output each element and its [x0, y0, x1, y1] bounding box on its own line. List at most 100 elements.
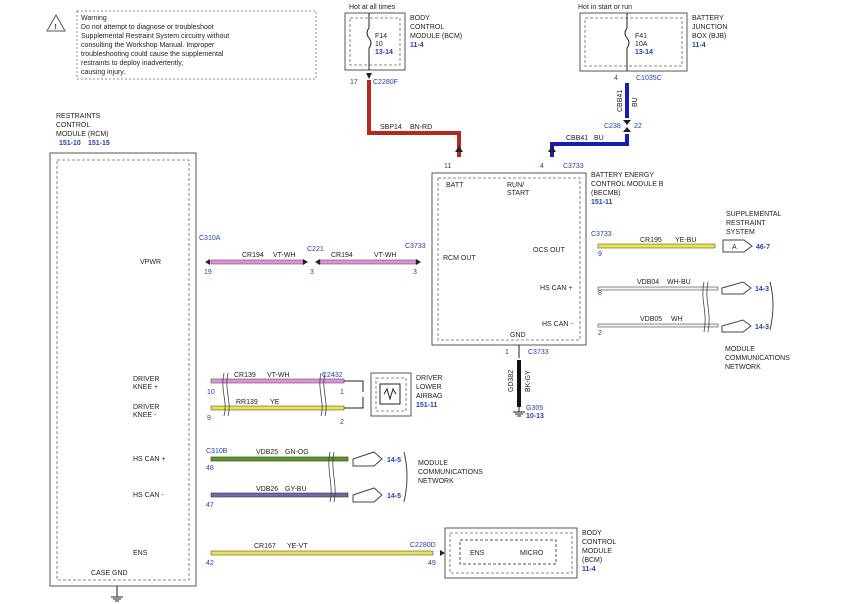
- rcm-ref-1: 151-10: [59, 140, 81, 147]
- hot-at-all-times-label: Hot at all times: [349, 4, 396, 11]
- wire-cr194-a-color: VT-WH: [273, 252, 296, 259]
- mcn-right-name-0: MODULE: [725, 346, 755, 353]
- mcn-left-name-0: MODULE: [418, 460, 448, 467]
- becmb-name-2: (BECMB): [591, 190, 621, 197]
- wire-cr195-label: CR195: [640, 237, 662, 244]
- wire-vdb25-color: GN-OG: [285, 449, 309, 456]
- mcn-right-name-2: NETWORK: [725, 364, 761, 371]
- bcm-bottom-micro: MICRO: [520, 550, 544, 557]
- wire-cr139-color: VT-WH: [267, 372, 290, 379]
- wire-cbb41-v-label: CBB41: [617, 90, 624, 112]
- wire-cr194-b-color: VT-WH: [374, 252, 397, 259]
- mcn-right-ref-2: 14-3: [755, 324, 769, 331]
- fuse-f14-amps: 10: [375, 41, 383, 48]
- mcn-left-ref-2: 14-5: [387, 493, 401, 500]
- fuse-f41-amps: 10A: [635, 41, 648, 48]
- srs-name-0: SUPPLEMENTAL: [726, 211, 782, 218]
- mcn-left-name-1: COMMUNICATIONS: [418, 469, 483, 476]
- airbag-ref: 151-11: [416, 402, 438, 409]
- mcn-right-ref-1: 14-3: [755, 286, 769, 293]
- becmb-pin9: 9: [598, 251, 602, 258]
- rcm-driver-knee-p-1: DRIVER: [133, 376, 159, 383]
- rcm-ref-2: 151-15: [88, 140, 110, 147]
- wire-cr139-label: CR139: [234, 372, 256, 379]
- bjb-name-2: BOX (BJB): [692, 33, 726, 40]
- wire-gd382-color: BK-GY: [525, 370, 532, 392]
- becmb-rcm-out: RCM OUT: [443, 255, 476, 262]
- wire-cr194-b-label: CR194: [331, 252, 353, 259]
- bcm-top-name-2: MODULE (BCM): [410, 33, 462, 40]
- rcm-pin19: 19: [204, 269, 212, 276]
- c221-conn: C221: [307, 246, 324, 253]
- ground-ref: 10-13: [526, 413, 544, 420]
- mcn-right-name-1: COMMUNICATIONS: [725, 355, 790, 362]
- wire-sbp14: SBP14 BN-RD: [367, 80, 463, 157]
- wire-vdb26-label: VDB26: [256, 486, 278, 493]
- svg-text:!: !: [55, 24, 57, 31]
- becmb-conn-gnd: C3733: [528, 349, 549, 356]
- warning-line-3: consulting the Workshop Manual. Improper: [81, 42, 215, 49]
- becmb-pin11: 11: [444, 163, 451, 170]
- wire-driver-knee: CR139 VT-WH RR139 YE C2432 1 2 DRIVER LO…: [210, 372, 442, 426]
- srs-name-1: RESTRAINT: [726, 220, 766, 227]
- warning-line-6: causing injury.: [81, 69, 125, 76]
- becmb-batt: BATT: [446, 182, 464, 189]
- bjb-name-1: JUNCTION: [692, 24, 727, 31]
- rcm-pin10: 10: [207, 389, 215, 396]
- case-ground-icon: [111, 596, 123, 602]
- wire-cr167-label: CR167: [254, 543, 276, 550]
- airbag-name-1: LOWER: [416, 384, 442, 391]
- becmb-run-start-1: RUN/: [507, 182, 524, 189]
- warning-line-5: restraints to deploy inadvertently,: [81, 60, 183, 67]
- wire-cr194: CR194 VT-WH CR194 VT-WH C221 3: [205, 246, 421, 276]
- srs-ref: 46-7: [756, 244, 770, 251]
- rcm-driver-knee-m-1: DRIVER: [133, 404, 159, 411]
- warning-icon: !: [46, 13, 66, 32]
- wire-gd382-label: GD382: [508, 370, 515, 392]
- wire-rr139-color: YE: [270, 399, 280, 406]
- bcm-bottom-pin: 49: [428, 560, 436, 567]
- bjb-ref: 11-4: [692, 42, 706, 49]
- rcm-driver-knee-p-2: KNEE +: [133, 384, 158, 391]
- wire-vdb25-vdb26: VDB25 GN-OG VDB26 GY-BU 14-5 14-5 MODULE…: [210, 449, 483, 503]
- svg-text:3: 3: [310, 269, 314, 276]
- mcn-left-name-2: NETWORK: [418, 478, 454, 485]
- wire-vdb05-color: WH: [671, 316, 683, 323]
- wire-cbb41-h-label: CBB41: [566, 135, 588, 142]
- rcm-pin42: 42: [206, 560, 214, 567]
- bjb-module: Hot in start or run BATTERY JUNCTION BOX…: [578, 4, 727, 82]
- wire-cr167: CR167 YE-VT C2280D 49 ENS MICRO BODY CON…: [210, 527, 616, 579]
- bjb-pin: 4: [614, 75, 618, 82]
- wire-rr139-label: RR139: [236, 399, 258, 406]
- warning-line-4: troubleshooting could cause the suppleme…: [81, 51, 224, 58]
- airbag-name-0: DRIVER: [416, 375, 442, 382]
- srs-name-2: SYSTEM: [726, 229, 755, 236]
- rcm-pin47: 47: [206, 502, 214, 509]
- fuse-f41-icon: [624, 13, 630, 71]
- wire-cr167-color: YE-VT: [287, 543, 308, 550]
- rcm-conn-a: C310A: [199, 235, 221, 242]
- rcm-hs-can-m: HS CAN -: [133, 492, 164, 499]
- bcm-top-pin: 17: [350, 79, 358, 86]
- becmb-pin3: 3: [413, 269, 417, 276]
- rcm-pin9: 9: [207, 415, 211, 422]
- ground-g305-icon: [513, 411, 525, 417]
- becmb-module: BATTERY ENERGY CONTROL MODULE B (BECMB) …: [405, 163, 664, 356]
- rcm-conn-b: C310B: [206, 448, 228, 455]
- hot-in-start-run-label: Hot in start or run: [578, 4, 632, 11]
- bcm-top-name-1: CONTROL: [410, 24, 444, 31]
- fuse-f14-label: F14: [375, 33, 387, 40]
- airbag-name-2: AIRBAG: [416, 393, 442, 400]
- becmb-name-0: BATTERY ENERGY: [591, 172, 654, 179]
- wire-vdb25-label: VDB25: [256, 449, 278, 456]
- ground-name: G305: [526, 405, 543, 412]
- fuse-f14-ref: 13-14: [375, 49, 393, 56]
- bcm-top-conn: C2280F: [373, 79, 398, 86]
- rcm-case-gnd: CASE GND: [91, 570, 128, 577]
- airbag-pin2: 2: [340, 419, 344, 426]
- warning-line-0: Warning: [81, 15, 107, 22]
- bcm-bottom-name-1: CONTROL: [582, 539, 616, 546]
- wire-cr195: CR195 YE-BU A 46-7 SUPPLEMENTAL RESTRAIN…: [597, 211, 782, 253]
- airbag-conn: C2432: [322, 372, 343, 379]
